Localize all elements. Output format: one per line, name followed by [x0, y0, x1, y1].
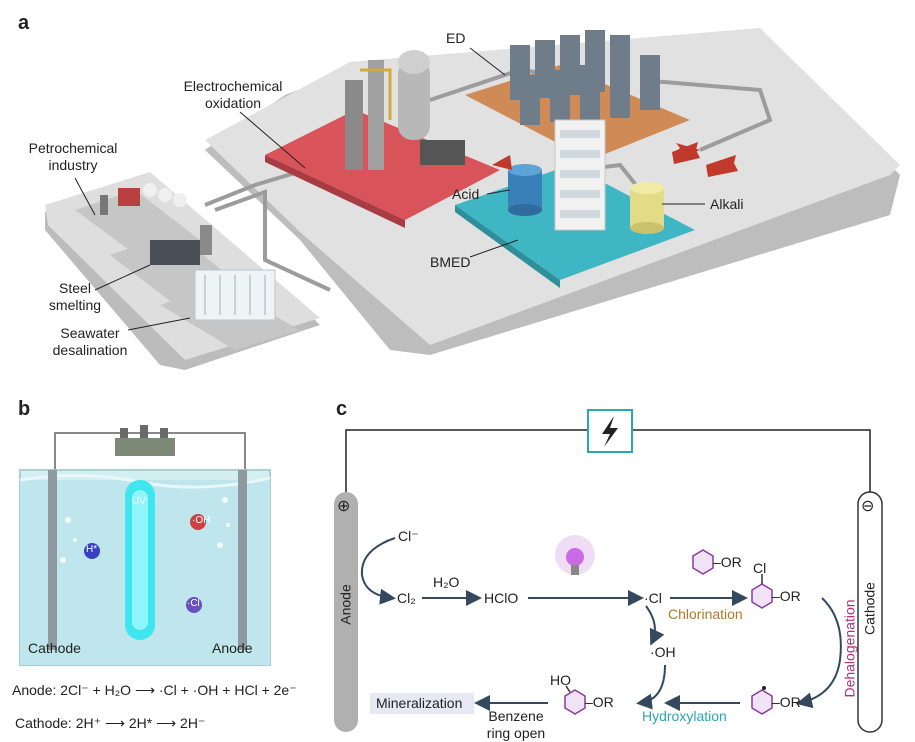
bubbles — [60, 497, 230, 563]
hydroxylation-label: Hydroxylation — [642, 708, 727, 724]
cl-radical-sphere — [186, 597, 202, 613]
cl-substituent: Cl — [753, 560, 767, 576]
label-steel: Steel smelting — [48, 280, 102, 313]
uv-label: UV — [132, 496, 146, 507]
chlorine-radical: ·Cl — [644, 590, 662, 606]
chlorination-label: Chlorination — [668, 606, 743, 622]
power-source-icon — [587, 409, 633, 453]
cathode-bar — [857, 491, 883, 733]
uv-lamp-icon — [555, 535, 595, 575]
ho-substituent: HO — [550, 672, 571, 688]
pipes — [204, 67, 773, 292]
reaction-arrows — [360, 537, 842, 711]
panel-b-letter: b — [18, 398, 31, 420]
anode-bar-label: Anode — [337, 584, 354, 625]
phenyl-or-chlorinated: –OR — [772, 588, 801, 604]
panel-c-letter: c — [336, 398, 348, 420]
benzene-ring-hydroxylated — [564, 685, 586, 715]
petrochemical-plant — [100, 183, 187, 215]
label-ed: ED — [446, 30, 466, 46]
cathode-bar-label: Cathode — [861, 582, 878, 635]
desalination-plant — [194, 269, 276, 321]
flow-arrows — [492, 142, 738, 177]
mineralization-box — [370, 693, 474, 714]
cathode-equation: Cathode: 2H⁺ ⟶ 2H* ⟶ 2H⁻ — [15, 715, 206, 731]
phenyl-or-radical: –OR — [772, 694, 801, 710]
phenyl-or-top: –OR — [713, 554, 742, 570]
circuit-wire — [54, 432, 246, 470]
anode-bar — [334, 492, 358, 732]
panel-a-letter: a — [18, 12, 30, 34]
label-electrochem: Electrochemical oxidation — [183, 78, 283, 111]
hypochlorous-acid: HClO — [484, 590, 519, 606]
benzene-ring-top — [692, 549, 714, 575]
benzene-ring-chlorinated — [751, 574, 773, 609]
chlorine: Cl₂ — [397, 590, 416, 606]
dehalogenation-label: Dehalogenation — [841, 599, 858, 698]
label-seawater: Seawater desalination — [52, 325, 128, 358]
benzene-ring-open-label: Benzene ring open — [486, 708, 546, 741]
benzene-ring-radical — [751, 686, 773, 715]
steel-plant — [150, 225, 212, 265]
water: H₂O — [433, 574, 460, 590]
bmed-stack — [554, 119, 606, 231]
label-acid: Acid — [452, 186, 480, 202]
oh-radical-sphere — [190, 514, 206, 530]
transformer-icon — [115, 425, 175, 456]
panel-a-illustration — [45, 28, 900, 370]
oh-label: ·OH — [192, 515, 211, 526]
mineralization-label: Mineralization — [376, 695, 463, 711]
cl-label: ·Cl — [187, 598, 200, 609]
cathode-label: Cathode — [28, 640, 81, 656]
alkali-tank — [630, 182, 664, 234]
h-label: H* — [86, 544, 98, 555]
phenyl-or-hydroxylated: –OR — [585, 694, 614, 710]
anode-equation: Anode: 2Cl⁻ + H₂O ⟶ ·Cl + ·OH + HCl + 2e… — [12, 682, 297, 698]
circuit-line — [345, 429, 871, 492]
ed-stacks — [510, 30, 660, 125]
anode-label: Anode — [212, 640, 253, 656]
plus-sign: ⊕ — [337, 498, 351, 515]
oxidation-tower — [345, 50, 465, 170]
minus-sign: ⊖ — [861, 498, 875, 515]
h-sphere — [84, 543, 100, 559]
label-alkali: Alkali — [710, 196, 744, 212]
leader-lines — [74, 47, 705, 331]
label-bmed: BMED — [430, 254, 471, 270]
panel-b-illustration — [19, 425, 271, 666]
cathode-electrode — [48, 470, 57, 650]
label-petrochemical: Petrochemical industry — [28, 140, 118, 173]
anode-electrode — [238, 470, 247, 650]
hydroxyl-radical: ·OH — [650, 644, 676, 660]
acid-tank — [508, 164, 542, 216]
chloride-ion: Cl⁻ — [398, 528, 419, 544]
